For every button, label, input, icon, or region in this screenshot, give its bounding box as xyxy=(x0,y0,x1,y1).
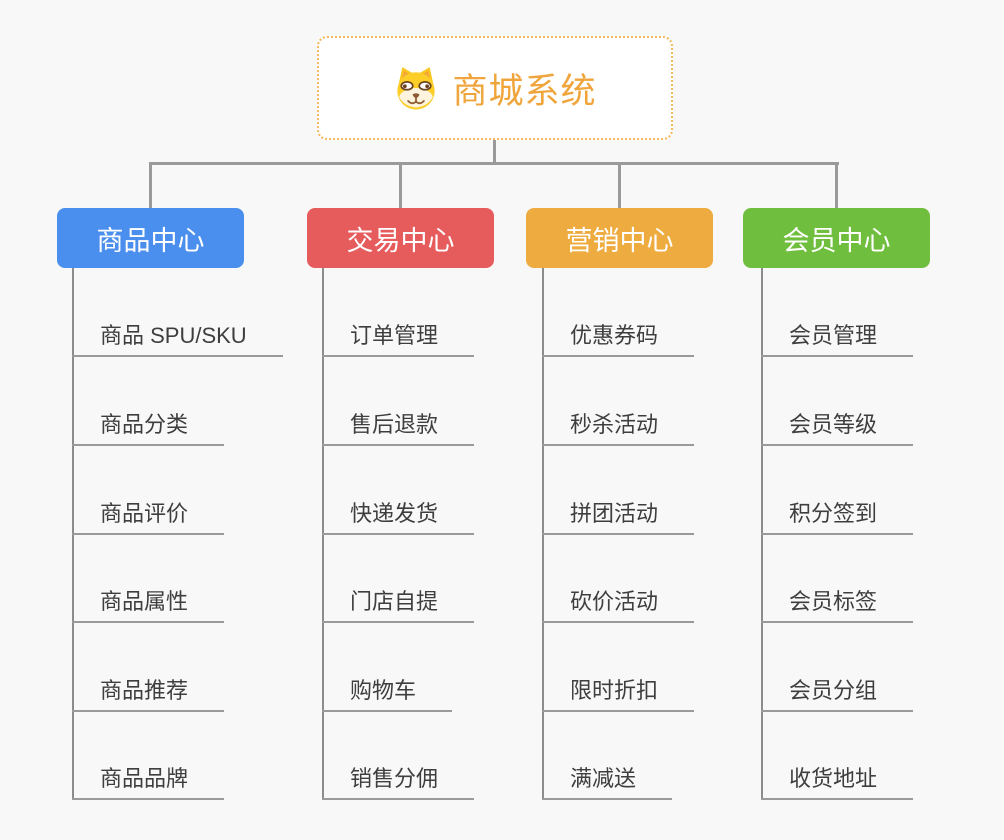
branch-header-products[interactable]: 商品中心 xyxy=(57,208,244,268)
mindmap-node-flash-sale[interactable]: 秒杀活动 xyxy=(542,402,695,446)
root-title: 商城系统 xyxy=(452,71,597,111)
mindmap-node-sales-commission[interactable]: 销售分佣 xyxy=(322,756,475,800)
branch-header-trade[interactable]: 交易中心 xyxy=(307,208,494,268)
mindmap-node-product-brand[interactable]: 商品品牌 xyxy=(72,756,225,800)
mindmap-node-product-attribute[interactable]: 商品属性 xyxy=(72,579,225,623)
mindmap-node-shopping-cart[interactable]: 购物车 xyxy=(322,668,453,712)
mindmap-node-points-checkin[interactable]: 积分签到 xyxy=(761,491,914,535)
mindmap-node-coupon-code[interactable]: 优惠券码 xyxy=(542,313,695,357)
mindmap-node-group-buy[interactable]: 拼团活动 xyxy=(542,491,695,535)
connector-drop-trade xyxy=(399,164,402,209)
mindmap-node-product-recommend[interactable]: 商品推荐 xyxy=(72,668,225,712)
mindmap-node-full-reduction[interactable]: 满减送 xyxy=(542,756,673,800)
mindmap-node-member-tags[interactable]: 会员标签 xyxy=(761,579,914,623)
mindmap-node-product-spu-sku[interactable]: 商品 SPU/SKU xyxy=(72,313,283,357)
mindmap-node-product-category[interactable]: 商品分类 xyxy=(72,402,225,446)
connector-drop-products xyxy=(149,164,152,209)
root-node[interactable]: 商城系统 xyxy=(317,36,673,140)
dog-face-icon xyxy=(397,67,436,110)
mindmap-node-aftersale-refund[interactable]: 售后退款 xyxy=(322,402,475,446)
branch-header-members[interactable]: 会员中心 xyxy=(743,208,930,268)
mindmap-node-product-review[interactable]: 商品评价 xyxy=(72,491,225,535)
mindmap-node-member-groups[interactable]: 会员分组 xyxy=(761,668,914,712)
connector-drop-marketing xyxy=(618,164,621,209)
connector-bus xyxy=(149,162,839,165)
mindmap-node-bargain-activity[interactable]: 砍价活动 xyxy=(542,579,695,623)
mindmap-node-express-shipping[interactable]: 快递发货 xyxy=(322,491,475,535)
mindmap-node-limited-time-discount[interactable]: 限时折扣 xyxy=(542,668,695,712)
connector-drop-members xyxy=(835,164,838,209)
mindmap-node-store-pickup[interactable]: 门店自提 xyxy=(322,579,475,623)
connector-root-stem xyxy=(493,140,496,165)
mindmap-node-member-management[interactable]: 会员管理 xyxy=(761,313,914,357)
mindmap-node-shipping-address[interactable]: 收货地址 xyxy=(761,756,914,800)
branch-header-marketing[interactable]: 营销中心 xyxy=(526,208,713,268)
mindmap-node-order-management[interactable]: 订单管理 xyxy=(322,313,475,357)
mindmap-node-member-level[interactable]: 会员等级 xyxy=(761,402,914,446)
